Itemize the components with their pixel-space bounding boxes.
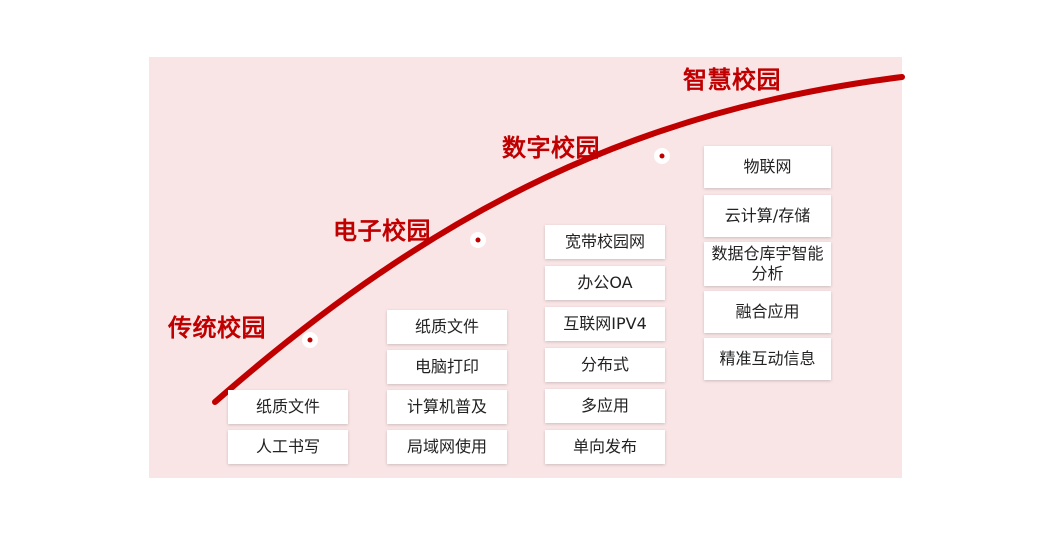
stage-1-item-2: 人工书写 <box>228 430 348 464</box>
stage-3-item-4: 分布式 <box>545 348 665 382</box>
stage-3-item-5: 多应用 <box>545 389 665 423</box>
stage-2-item-4: 局域网使用 <box>387 430 507 464</box>
stage-4-item-1: 物联网 <box>704 146 831 188</box>
growth-curve-line <box>212 74 905 405</box>
milestone-marker-1 <box>302 332 318 348</box>
milestone-marker-2 <box>470 232 486 248</box>
stage-2-item-3: 计算机普及 <box>387 390 507 424</box>
stage-3-item-2: 办公OA <box>545 266 665 300</box>
stage-4-item-2: 云计算/存储 <box>704 195 831 237</box>
stage-3-item-1: 宽带校园网 <box>545 225 665 259</box>
stage-title-digital: 数字校园 <box>502 134 600 162</box>
stage-title-electronic: 电子校园 <box>333 217 431 245</box>
stage-4-item-5: 精准互动信息 <box>704 338 831 380</box>
stage-title-traditional: 传统校园 <box>168 314 266 342</box>
stage-4-item-3: 数据仓库宇智能分析 <box>704 242 831 286</box>
stage-title-smart: 智慧校园 <box>683 66 781 94</box>
stage-2-item-1: 纸质文件 <box>387 310 507 344</box>
milestone-marker-3 <box>654 148 670 164</box>
stage-1-item-1: 纸质文件 <box>228 390 348 424</box>
stage-3-item-3: 互联网IPV4 <box>545 307 665 341</box>
stage-4-item-4: 融合应用 <box>704 291 831 333</box>
stage-2-item-2: 电脑打印 <box>387 350 507 384</box>
stage-3-item-6: 单向发布 <box>545 430 665 464</box>
